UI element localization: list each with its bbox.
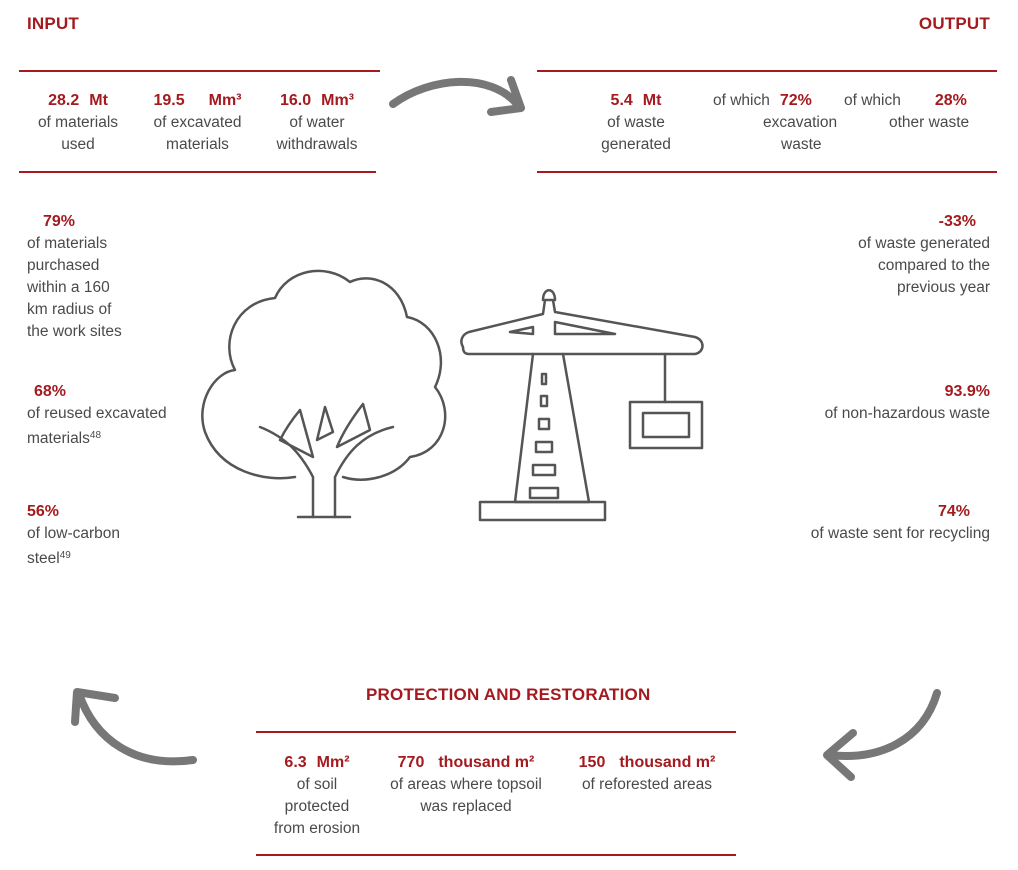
input-heading: INPUT <box>27 14 79 33</box>
output-bottom-line <box>537 171 997 173</box>
input-bottom-line <box>19 171 376 173</box>
output-top-line <box>537 70 997 72</box>
crane-icon <box>460 289 704 522</box>
right-stat-non-hazardous: 93.9% of non-hazardous waste <box>824 383 990 422</box>
output-heading: OUTPUT <box>918 14 990 33</box>
arrow-input-to-output <box>389 76 525 116</box>
arrow-protection-to-input <box>71 688 197 766</box>
input-top-line <box>19 70 380 72</box>
protection-heading: PROTECTION AND RESTORATION <box>366 685 651 704</box>
right-stat-recycling: 74% of waste sent for recycling <box>810 503 990 542</box>
protection-bottom-line <box>256 854 736 856</box>
arrow-output-to-protection <box>823 689 941 781</box>
left-stat-steel: 56% of low-carbon steel49 <box>27 503 121 567</box>
tree-icon <box>201 269 447 519</box>
left-stat-local-purchase: 79% of materials purchased within a 160 … <box>27 213 122 340</box>
protection-top-line <box>256 731 736 733</box>
right-stat-reduction: -33% of waste generated compared to the … <box>858 213 990 296</box>
left-stat-reused: 68% of reused excavated materials48 <box>27 383 167 447</box>
